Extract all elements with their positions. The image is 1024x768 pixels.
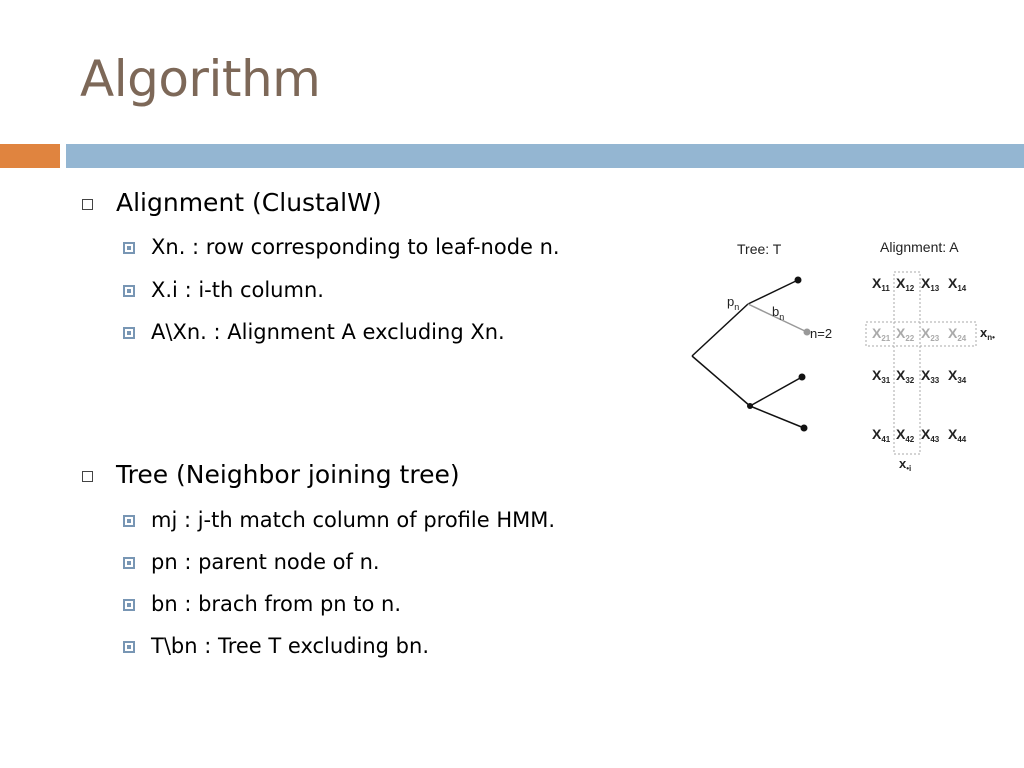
matrix-cell: X33 [921,367,940,385]
tree-edge [749,376,803,407]
tree-edge [747,279,799,305]
alignment-item: Xn. : row corresponding to leaf-node n. [151,235,560,259]
item-bullet [123,515,135,527]
matrix-cell: X43 [921,426,940,444]
leaf-node-n [803,328,811,336]
column-highlight-box [893,271,921,455]
matrix-cell: X24 [948,325,967,343]
item-bullet [123,641,135,653]
tree-leaf-node [794,276,802,284]
alignment-item: X.i : i-th column. [151,278,324,302]
matrix-cell: X23 [921,325,940,343]
tree-edges [691,279,805,429]
section-heading-alignment: Alignment (ClustalW) [116,188,382,217]
alignment-label: Alignment: A [880,239,959,255]
matrix-cell: X31 [872,367,891,385]
section-bullet [82,199,93,210]
matrix-cell: X32 [896,367,915,385]
matrix-cell: X42 [896,426,915,444]
section-heading-tree: Tree (Neighbor joining tree) [116,460,460,489]
slide-title: Algorithm [80,50,321,108]
accent-bar-orange [0,144,60,168]
tree-edge [691,303,749,357]
matrix-cell: X44 [948,426,967,444]
item-bullet [123,599,135,611]
tree-alignment-figure: Tree: T Alignment: A pn bn n=2 X11 X12 X13… [691,239,995,473]
matrix-cell: X22 [896,325,915,343]
matrix-cell: X41 [872,426,891,444]
item-bullet [123,327,135,339]
tree-edge [749,405,805,429]
row-label: xn• [980,325,995,342]
row-highlight-box [865,321,977,347]
tree-item: T\bn : Tree T excluding bn. [151,634,429,658]
tree-internal-node [747,403,753,409]
column-label: x•i [899,456,911,473]
matrix-cell: X14 [948,275,967,293]
item-bullet [123,285,135,297]
tree-item: mj : j-th match column of profile HMM. [151,508,556,532]
matrix-cell: X21 [872,325,891,343]
item-bullet [123,242,135,254]
matrix-cell: X34 [948,367,967,385]
matrix-cell: X11 [872,275,890,293]
section-bullet [82,471,93,482]
branch-bn [747,303,808,333]
tree-item: pn : parent node of n. [151,550,380,574]
tree-leaf-node [798,373,806,381]
matrix-cell: X12 [896,275,915,293]
matrix-cell: X13 [921,275,940,293]
tree-label: Tree: T [737,241,782,257]
n-label: n=2 [810,326,832,341]
tree-item: bn : brach from pn to n. [151,592,402,616]
alignment-item: A\Xn. : Alignment A excluding Xn. [151,320,505,344]
node-p-label: pn [727,294,739,312]
accent-bar-blue [66,144,1024,168]
item-bullet [123,557,135,569]
tree-leaf-node [800,424,808,432]
branch-b-label: bn [772,304,784,322]
tree-edge [691,355,751,407]
